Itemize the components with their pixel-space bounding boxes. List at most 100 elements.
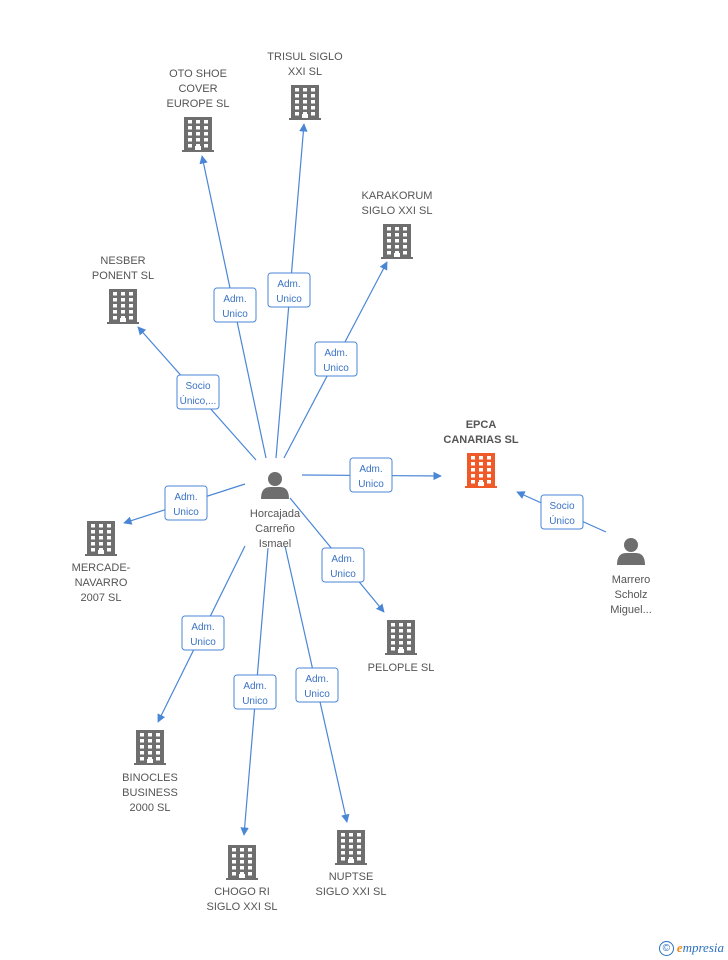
node-label-line: Scholz [614,589,647,601]
edge-label-box[interactable] [267,272,311,308]
edge-horcajada-to-pelople: Adm. Unico [289,497,385,613]
edge-label-line: Unico [222,309,248,320]
company-node-chogori[interactable]: CHOGO RI SIGLO XXI SL [207,845,278,913]
edge-label-box[interactable] [349,457,393,493]
node-label-line: XXI SL [288,66,322,78]
edge-label-line: Único [549,514,575,527]
node-label-line: TRISUL SIGLO [267,51,343,63]
node-label-line: PELOPLE SL [368,662,435,674]
company-node-trisul[interactable]: TRISUL SIGLO XXI SL [267,51,343,120]
edge-label-line: Adm. [223,294,246,305]
node-label-line: CHOGO RI [214,886,270,898]
node-label-line: Carreño [255,523,295,535]
edges-layer: Adm.UnicoAdm.UnicoAdm.UnicoSocioÚnico,..… [123,123,607,836]
building-icon [182,117,214,152]
edge-horcajada-to-mercade: Adm. Unico [123,483,246,525]
edge-label-line: Adm. [359,464,382,475]
node-label-line: CANARIAS SL [443,434,518,446]
company-node-epca[interactable]: EPCA CANARIAS SL [443,419,519,488]
person-node-marrero[interactable]: MarreroScholzMiguel... [610,538,652,616]
node-label-line: MERCADE- [72,562,131,574]
nodes-layer: HorcajadaCarreñoIsmaelMarreroScholzMigue… [72,51,652,913]
edge-horcajada-to-chogori: Adm. Unico [233,547,277,836]
edge-label-line: Socio [549,501,574,512]
edge-label-line: Adm. [331,554,354,565]
brand-logo[interactable]: empresia [677,940,724,956]
footer-brand: © empresia [658,940,724,956]
brand-logo-rest: mpresia [682,940,724,955]
edge-label-line: Unico [330,569,356,580]
node-label-line: COVER [178,83,217,95]
building-icon [381,224,413,259]
edge-horcajada-to-binocles: Adm. Unico [157,545,246,723]
edge-horcajada-to-karakorum: Adm. Unico [283,261,388,459]
edge-label-box[interactable] [314,341,358,377]
edge-label-line: Socio [185,381,210,392]
node-label-line: SIGLO XXI SL [316,886,387,898]
edge-label-line: Unico [242,696,268,707]
edge-label-line: Unico [323,363,349,374]
edge-label-line: Único,... [180,394,217,407]
node-label-line: Ismael [259,538,291,550]
edge-label-box[interactable] [295,667,339,703]
edge-label-line: Adm. [277,279,300,290]
edge-label-line: Adm. [174,492,197,503]
node-label-line: SIGLO XXI SL [362,205,433,217]
node-label-line: KARAKORUM [362,190,433,202]
company-node-nesber[interactable]: NESBER PONENT SL [92,255,154,324]
node-label-line: NESBER [100,255,145,267]
edge-label-box[interactable] [176,374,220,410]
company-node-nuptse[interactable]: NUPTSE SIGLO XXI SL [316,830,387,898]
person-icon [261,472,289,499]
building-icon [226,845,258,880]
building-icon [107,289,139,324]
edge-label-line: Unico [304,689,330,700]
company-node-binocles[interactable]: BINOCLES BUSINESS 2000 SL [122,730,178,814]
node-label-line: BINOCLES [122,772,178,784]
person-icon [617,538,645,565]
copyright-icon: © [658,940,674,956]
building-icon [335,830,367,865]
brand-logo-e: e [676,940,683,955]
node-label-line: 2000 SL [130,802,171,814]
node-label-line: NAVARRO [75,577,128,589]
company-node-karakorum[interactable]: KARAKORUM SIGLO XXI SL [362,190,433,259]
node-label-line: EUROPE SL [167,98,230,110]
node-label-line: Horcajada [250,508,301,520]
node-label-line: EPCA [466,419,497,431]
node-label-line: PONENT SL [92,270,154,282]
edge-label-line: Unico [358,479,384,490]
edge-label-box[interactable] [213,287,257,323]
node-label-line: Marrero [612,574,651,586]
building-icon [385,620,417,655]
edge-label-box[interactable] [321,547,365,583]
node-label-line: 2007 SL [81,592,122,604]
company-node-otoshoe[interactable]: OTO SHOE COVER EUROPE SL [167,68,230,152]
node-label-line: OTO SHOE [169,68,227,80]
edge-label-line: Unico [276,294,302,305]
edge-label-line: Adm. [191,622,214,633]
edge-label-line: Unico [190,637,216,648]
edge-label-line: Adm. [243,681,266,692]
edge-label-box[interactable] [181,615,225,651]
node-label-line: SIGLO XXI SL [207,901,278,913]
edge-label-box[interactable] [164,485,208,521]
edge-horcajada-to-epca: Adm. Unico [301,457,442,493]
edge-label-box[interactable] [233,674,277,710]
building-icon [85,521,117,556]
edge-label-line: Unico [173,507,199,518]
edge-label-line: Adm. [305,674,328,685]
building-icon [465,453,497,488]
edge-horcajada-to-nesber: SocioÚnico,... [137,326,257,461]
company-node-mercade[interactable]: MERCADE- NAVARRO 2007 SL [72,521,131,604]
building-icon [134,730,166,765]
node-label-line: NUPTSE [329,871,374,883]
node-label-line: BUSINESS [122,787,178,799]
edge-label-line: Adm. [324,348,347,359]
building-icon [289,85,321,120]
edge-label-box[interactable] [540,494,584,530]
company-node-pelople[interactable]: PELOPLE SL [368,620,435,674]
